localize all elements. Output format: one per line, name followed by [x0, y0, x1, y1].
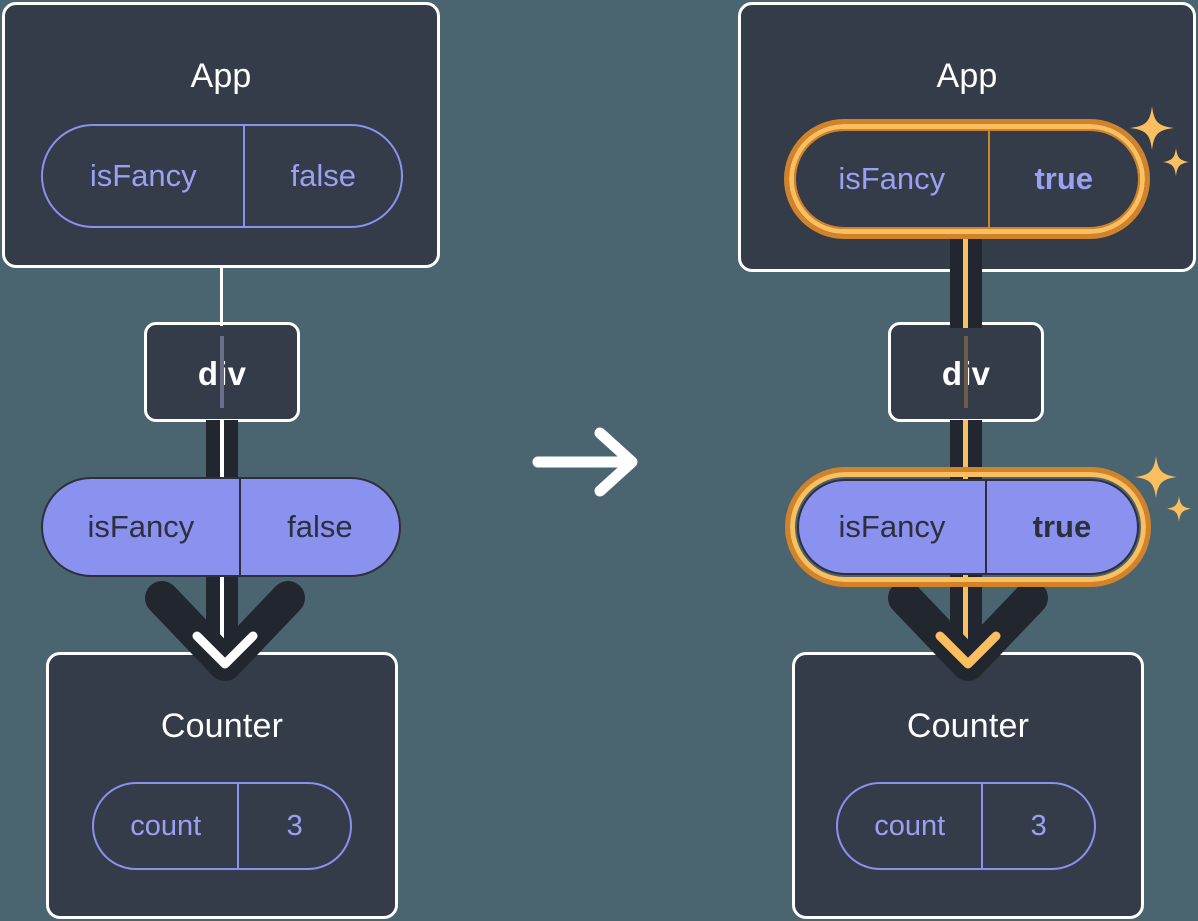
counter-state-pill-before: count 3 — [92, 782, 352, 870]
prop-value-after: true — [984, 481, 1137, 573]
div-inner-line-before — [220, 336, 224, 408]
prop-highlight-ring-after — [785, 467, 1151, 587]
connector-prop-to-counter-core-after — [963, 560, 968, 660]
connector-app-to-div-core-after — [963, 220, 968, 328]
app-title-after: App — [936, 57, 998, 95]
counter-title-after: Counter — [906, 707, 1030, 745]
connector-prop-to-counter-core-before — [220, 560, 224, 660]
counter-state-key-after: count — [874, 809, 946, 842]
connector-div-to-prop-core-before — [220, 420, 224, 492]
connector-div-to-prop-core-after — [963, 420, 968, 492]
counter-state-value-before: 3 — [237, 784, 350, 868]
counter-state-value-after: 3 — [981, 784, 1094, 868]
transition-arrow-right-icon — [530, 425, 645, 505]
prop-key-after: isFancy — [838, 509, 946, 544]
prop-pill-after: isFancy true — [797, 479, 1139, 575]
prop-value-before: false — [238, 479, 399, 575]
app-state-value-before: false — [243, 126, 401, 226]
arrow-to-counter-after — [883, 576, 1053, 686]
counter-title-before: Counter — [160, 707, 284, 745]
arrow-to-counter-before — [140, 576, 310, 686]
app-state-highlight-ring-after — [784, 119, 1150, 239]
app-state-key-before: isFancy — [89, 158, 197, 193]
app-state-pill-before: isFancy false — [41, 124, 403, 228]
app-state-key-after: isFancy — [838, 161, 946, 196]
sparkles-prop-after — [1134, 450, 1198, 551]
prop-pill-before: isFancy false — [41, 477, 401, 577]
app-title-before: App — [190, 57, 252, 95]
counter-state-pill-after: count 3 — [836, 782, 1096, 870]
app-state-pill-after: isFancy true — [794, 129, 1140, 229]
counter-state-key-before: count — [130, 809, 202, 842]
app-state-value-after: true — [987, 131, 1138, 227]
connector-app-to-div-before — [220, 266, 223, 326]
prop-key-before: isFancy — [87, 509, 195, 544]
sparkles-app-after — [1128, 100, 1198, 205]
div-inner-line-after — [964, 336, 968, 408]
